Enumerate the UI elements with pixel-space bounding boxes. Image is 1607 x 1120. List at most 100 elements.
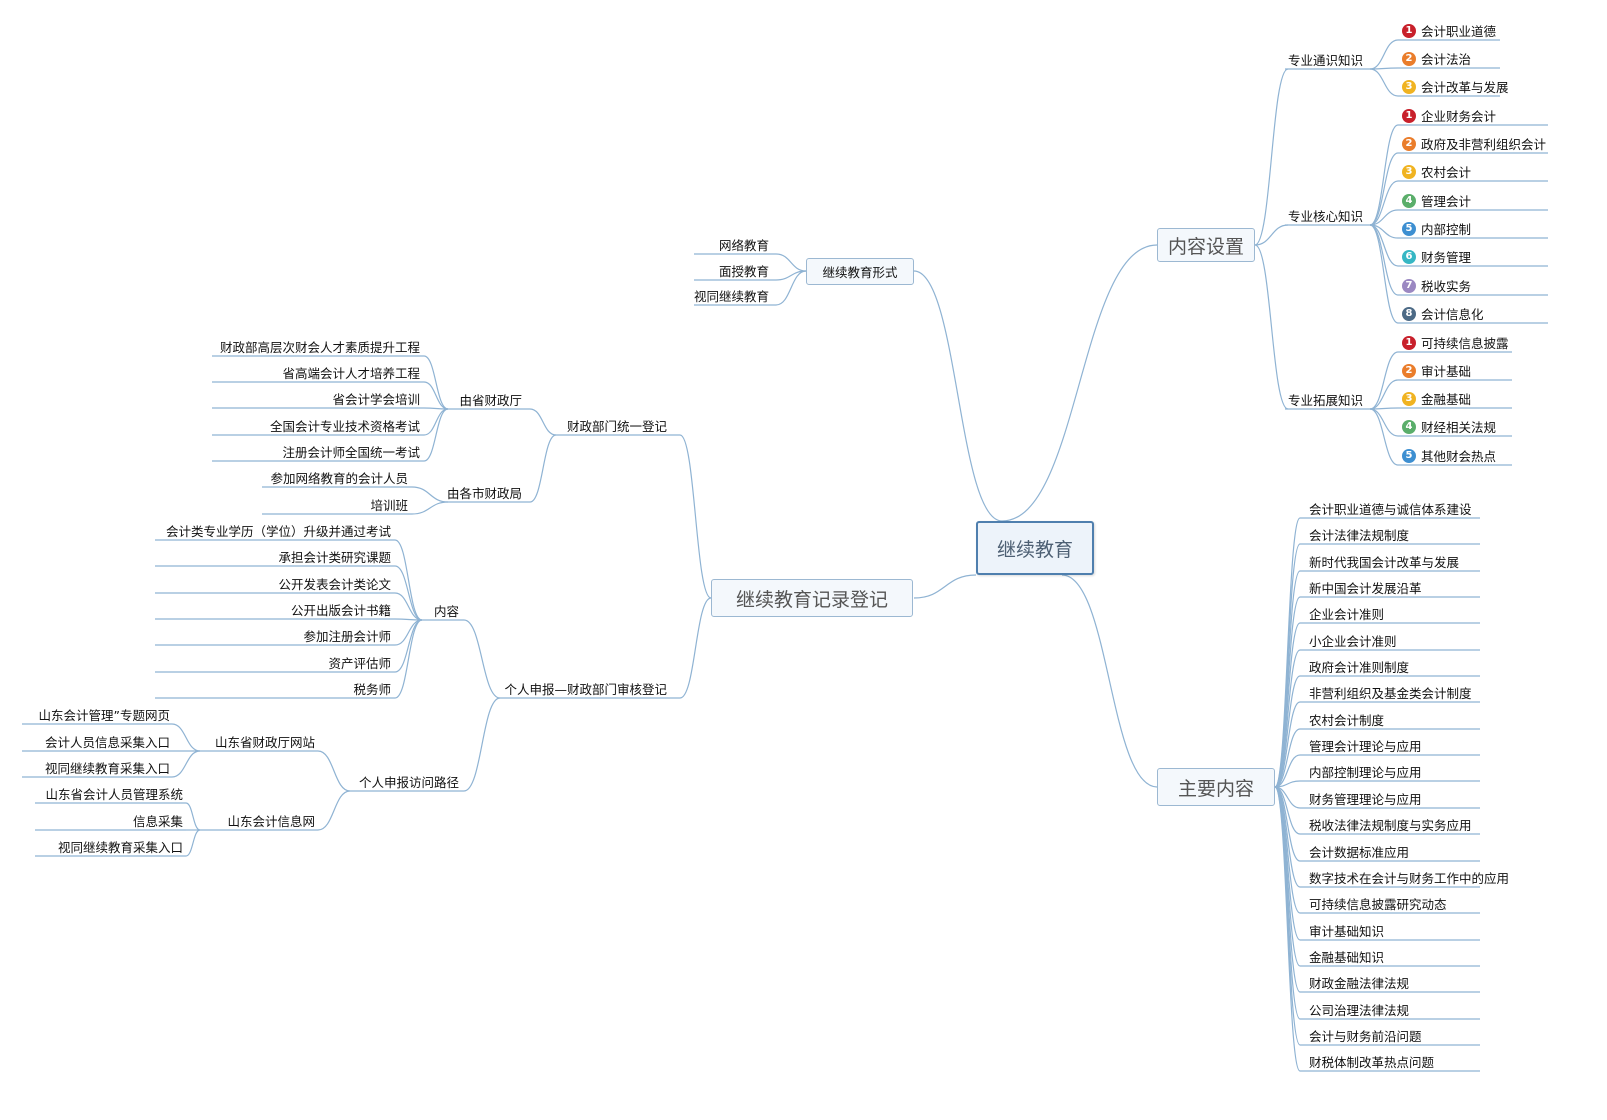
main-content-item[interactable]: 会计与财务前沿问题: [1309, 1029, 1422, 1044]
main-content-item[interactable]: 新时代我国会计改革与发展: [1309, 555, 1460, 570]
city-item[interactable]: 参加网络教育的会计人员: [270, 471, 408, 486]
city-item[interactable]: 培训班: [370, 498, 408, 513]
number-2-icon: 2: [1402, 137, 1416, 151]
provincial-item[interactable]: 省高端会计人才培养工程: [282, 366, 420, 381]
core-item[interactable]: 企业财务会计: [1421, 109, 1497, 124]
subtopic-content[interactable]: 内容: [433, 604, 459, 619]
main-content-item[interactable]: 内部控制理论与应用: [1309, 765, 1422, 780]
subtopic-provincial-dept[interactable]: 由省财政厅: [459, 393, 522, 408]
subtopic-self-report[interactable]: 个人申报—财政部门审核登记: [504, 682, 667, 697]
subtopic-info-network[interactable]: 山东会计信息网: [227, 814, 315, 829]
connector-line: [529, 408, 557, 436]
main-content-item[interactable]: 财务管理理论与应用: [1309, 792, 1422, 807]
finance-site-item[interactable]: 会计人员信息采集入口: [44, 735, 170, 750]
main-content-item[interactable]: 财税体制改革热点问题: [1309, 1055, 1435, 1070]
content-item[interactable]: 参加注册会计师: [303, 629, 391, 644]
main-content-item[interactable]: 政府会计准则制度: [1309, 660, 1410, 675]
main-content-item[interactable]: 企业会计准则: [1309, 607, 1385, 622]
topic-content-setup[interactable]: 内容设置: [1157, 228, 1255, 262]
connector-line: [1369, 152, 1399, 226]
main-content-item[interactable]: 管理会计理论与应用: [1309, 739, 1422, 754]
subtopic-core[interactable]: 专业核心知识: [1288, 209, 1364, 224]
provincial-item[interactable]: 全国会计专业技术资格考试: [269, 419, 420, 434]
main-content-item[interactable]: 新中国会计发展沿革: [1309, 581, 1422, 596]
core-item[interactable]: 会计信息化: [1421, 307, 1484, 322]
extended-item[interactable]: 审计基础: [1421, 364, 1472, 379]
main-content-item[interactable]: 金融基础知识: [1309, 950, 1385, 965]
main-content-item[interactable]: 税收法律法规制度与实务应用: [1309, 818, 1472, 833]
connector-line: [1254, 244, 1289, 410]
connector-line: [317, 750, 351, 792]
connector-line: [1274, 786, 1301, 1072]
provincial-item[interactable]: 注册会计师全国统一考试: [282, 445, 420, 460]
core-item[interactable]: 政府及非营利组织会计: [1421, 137, 1547, 152]
core-item[interactable]: 税收实务: [1421, 279, 1472, 294]
general-item[interactable]: 会计改革与发展: [1421, 80, 1509, 95]
connector-line: [1001, 244, 1158, 522]
finance-site-item[interactable]: 视同继续教育采集入口: [44, 761, 170, 776]
topic-forms-label: 继续教育形式: [822, 265, 898, 280]
connector-line: [1369, 408, 1399, 437]
form-item[interactable]: 视同继续教育: [693, 289, 769, 304]
core-item[interactable]: 财务管理: [1421, 250, 1472, 265]
content-item[interactable]: 承担会计类研究课题: [278, 550, 391, 565]
main-content-item[interactable]: 农村会计制度: [1309, 713, 1385, 728]
main-content-item[interactable]: 非营利组织及基金类会计制度: [1309, 686, 1472, 701]
info-net-item[interactable]: 山东省会计人员管理系统: [45, 787, 183, 802]
core-item[interactable]: 管理会计: [1421, 194, 1472, 209]
root-topic[interactable]: 继续教育: [976, 521, 1094, 575]
subtopic-city-bureau[interactable]: 由各市财政局: [446, 486, 522, 501]
main-content-item[interactable]: 公司治理法律法规: [1309, 1003, 1410, 1018]
content-item[interactable]: 公开发表会计类论文: [278, 577, 391, 592]
provincial-item[interactable]: 省会计学会培训: [332, 392, 420, 407]
extended-item[interactable]: 金融基础: [1421, 392, 1472, 407]
main-content-item[interactable]: 财政金融法律法规: [1309, 976, 1410, 991]
topic-forms[interactable]: 继续教育形式: [806, 258, 914, 285]
topic-main-content[interactable]: 主要内容: [1157, 768, 1275, 806]
subtopic-finance-website[interactable]: 山东省财政厅网站: [214, 735, 315, 750]
provincial-item[interactable]: 财政部高层次财会人才素质提升工程: [219, 340, 420, 355]
connector-line: [679, 434, 712, 599]
subtopic-unified-registration[interactable]: 财政部门统一登记: [566, 419, 667, 434]
connector-line: [171, 750, 201, 778]
core-item[interactable]: 内部控制: [1421, 222, 1472, 237]
connector-line: [775, 270, 807, 306]
content-item[interactable]: 会计类专业学历（学位）升级并通过考试: [165, 524, 391, 539]
main-content-item[interactable]: 可持续信息披露研究动态: [1309, 897, 1447, 912]
content-item[interactable]: 公开出版会计书籍: [290, 603, 391, 618]
extended-item[interactable]: 其他财会热点: [1421, 449, 1497, 464]
connector-line: [1369, 68, 1399, 97]
connector-line: [1254, 224, 1289, 246]
content-item[interactable]: 税务师: [353, 682, 391, 697]
content-item[interactable]: 资产评估师: [328, 656, 391, 671]
info-net-item[interactable]: 信息采集: [132, 814, 183, 829]
form-item[interactable]: 网络教育: [718, 238, 769, 253]
main-content-item[interactable]: 审计基础知识: [1309, 924, 1385, 939]
main-content-item[interactable]: 小企业会计准则: [1309, 634, 1397, 649]
finance-site-item[interactable]: 山东会计管理”专题网页: [38, 708, 170, 723]
number-5-icon: 5: [1402, 449, 1416, 463]
connector-line: [1369, 39, 1399, 70]
general-item[interactable]: 会计法治: [1421, 52, 1472, 67]
connector-line: [411, 501, 449, 515]
extended-item[interactable]: 财经相关法规: [1421, 420, 1497, 435]
main-content-item[interactable]: 会计职业道德与诚信体系建设: [1309, 502, 1472, 517]
connector-line: [1254, 68, 1289, 246]
number-2-icon: 2: [1402, 364, 1416, 378]
core-item[interactable]: 农村会计: [1421, 165, 1472, 180]
number-1-icon: 1: [1402, 109, 1416, 123]
topic-record-label: 继续教育记录登记: [735, 588, 888, 611]
form-item[interactable]: 面授教育: [718, 264, 769, 279]
subtopic-extended[interactable]: 专业拓展知识: [1288, 393, 1364, 408]
subtopic-access-path[interactable]: 个人申报访问路径: [358, 775, 459, 790]
connector-line: [423, 355, 449, 410]
extended-item[interactable]: 可持续信息披露: [1421, 336, 1509, 351]
topic-record[interactable]: 继续教育记录登记: [711, 579, 913, 617]
main-content-item[interactable]: 会计法律法规制度: [1309, 528, 1410, 543]
main-content-item[interactable]: 会计数据标准应用: [1309, 845, 1410, 860]
connector-line: [913, 574, 977, 599]
general-item[interactable]: 会计职业道德: [1421, 24, 1497, 39]
info-net-item[interactable]: 视同继续教育采集入口: [57, 840, 183, 855]
subtopic-general[interactable]: 专业通识知识: [1288, 53, 1364, 68]
main-content-item[interactable]: 数字技术在会计与财务工作中的应用: [1309, 871, 1510, 886]
